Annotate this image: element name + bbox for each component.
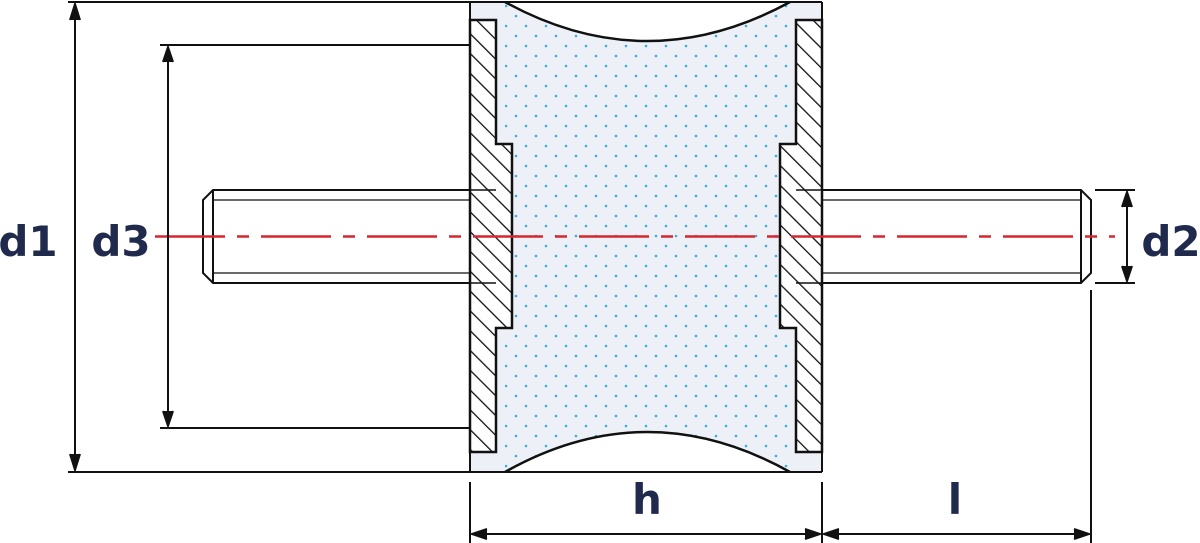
label-l: l: [948, 475, 962, 524]
dimension-h: [468, 482, 824, 543]
label-d1: d1: [0, 217, 58, 266]
label-d3: d3: [91, 217, 150, 266]
dimension-l: [820, 290, 1093, 543]
dimension-d1: [68, 0, 470, 474]
dimension-d2: [1095, 188, 1135, 285]
dimension-d3: [160, 43, 470, 430]
label-h: h: [632, 475, 662, 524]
label-d2: d2: [1141, 217, 1200, 266]
